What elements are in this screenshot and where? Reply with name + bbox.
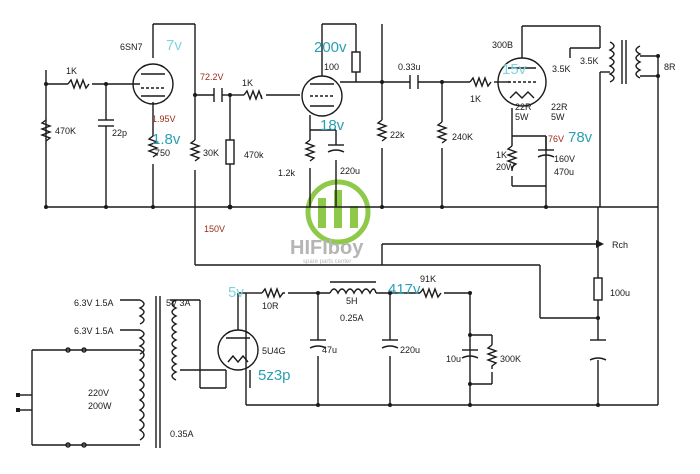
label-r-ps1: 10R <box>262 301 279 311</box>
volt-rect-note: 5z3p <box>258 367 291 384</box>
label-choke: 5H <box>346 296 358 306</box>
label-r-cathode3-w: 20W <box>496 162 515 172</box>
label-sec2: 6.3V 1.5A <box>74 326 114 336</box>
volt-supply: 150V <box>204 224 225 234</box>
label-r-grid3-leak: 240K <box>452 132 473 142</box>
tube-5u4g <box>217 329 259 371</box>
capacitors <box>98 75 607 361</box>
label-choke-current: 0.25A <box>340 313 364 323</box>
label-c-cathode2: 220u <box>340 166 360 176</box>
label-r-fil-a: 22R <box>515 102 532 112</box>
volt-v1-plate: 7v <box>166 37 182 54</box>
label-sec3: 5V 3A <box>166 298 191 308</box>
label-c-ps2: 220u <box>400 345 420 355</box>
label-r-out-a: 3.5K <box>552 64 571 74</box>
voltage-labels: 72.2V 1.95V 76V 150V 7v 1.8v 200v 18v 15… <box>152 37 593 384</box>
volt-v1-cathode: 1.8v <box>152 131 181 148</box>
label-c-couple: 0.33u <box>398 62 421 72</box>
logo-brand: HIFIboy <box>290 237 364 259</box>
power-transformer <box>138 296 178 448</box>
volt-hv: 417v <box>388 281 421 298</box>
label-c-cathode3: 470u <box>554 167 574 177</box>
label-r-bleed: 300K <box>500 354 521 364</box>
output-transformer <box>608 40 642 84</box>
label-r-load1: 30K <box>203 148 219 158</box>
volt-cathode3: 76V <box>548 134 564 144</box>
volt-rect: 5v <box>228 284 244 301</box>
label-r-pot: 470k <box>244 150 264 160</box>
label-r-fil-a-w: 5W <box>515 112 529 122</box>
label-r-cathode2: 1.2k <box>278 168 296 178</box>
label-v1: 6SN7 <box>120 42 143 52</box>
label-c-ps3: 10u <box>446 354 461 364</box>
label-r-fil-b: 22R <box>551 102 568 112</box>
component-labels: 6SN7 1K 470K 22p 750 30K 1K 470k 100 1.2… <box>55 40 676 439</box>
volt-plate1: 72.2V <box>200 72 224 82</box>
tube-v2 <box>301 75 343 117</box>
label-rch: Rch <box>612 240 628 250</box>
label-power: 200W <box>88 401 112 411</box>
label-r-cathode1: 750 <box>155 148 170 158</box>
rch-arrow <box>596 240 604 248</box>
label-r-ps2: 91K <box>420 274 436 284</box>
volt-v2-plate: 200v <box>314 39 347 56</box>
label-c-ps1: 47u <box>322 345 337 355</box>
junction-dots <box>16 54 660 412</box>
label-r-in: 1K <box>66 66 77 76</box>
label-v2-pin: 100 <box>324 62 339 72</box>
volt-v3-cathode: 78v <box>568 129 593 146</box>
label-c-in: 22p <box>112 128 127 138</box>
label-rect: 5U4G <box>262 346 286 356</box>
amp-wiring <box>45 23 659 405</box>
volt-v2-cathode: 18v <box>320 117 345 134</box>
volt-cathode1: 1.95V <box>152 114 176 124</box>
label-current: 0.35A <box>170 429 194 439</box>
label-load: 8R <box>664 62 676 72</box>
choke-5h <box>329 281 377 295</box>
hifiboy-logo: HIFIboy spare parts center <box>290 179 371 265</box>
label-r-grid3: 1K <box>470 94 481 104</box>
label-sec1: 6.3V 1.5A <box>74 298 114 308</box>
label-primary: 220V <box>88 388 109 398</box>
label-c-ps4: 100u <box>610 288 630 298</box>
label-r-cathode3: 1K <box>496 150 507 160</box>
tube-300b <box>497 57 547 107</box>
logo-tagline: spare parts center <box>303 259 351 265</box>
label-r-out-b: 3.5K <box>580 56 599 66</box>
label-r-grid: 470K <box>55 126 76 136</box>
power-switch <box>65 347 87 448</box>
volt-v3-grid: 15v <box>502 61 527 78</box>
label-c-cathode3-v: 160V <box>554 154 575 164</box>
label-r-fil-b-w: 5W <box>551 112 565 122</box>
label-v3: 300B <box>492 40 513 50</box>
label-r-grid2: 1K <box>242 78 253 88</box>
tube-6sn7 <box>132 63 174 105</box>
resistors <box>40 51 603 369</box>
label-r-load2: 22k <box>390 130 405 140</box>
